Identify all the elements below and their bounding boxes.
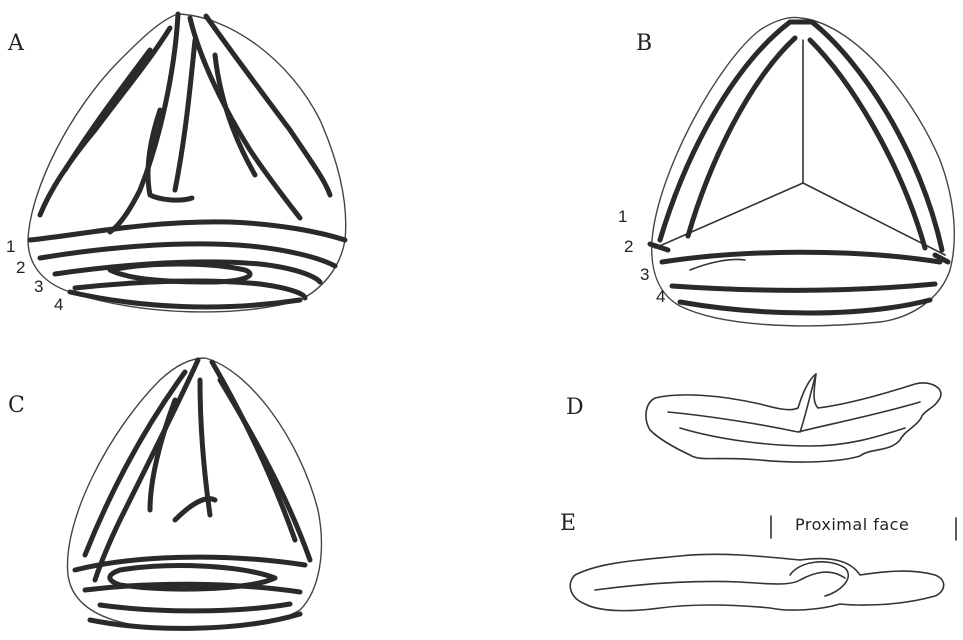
panel-b: B 1 2 3 4 [618,18,954,326]
panel-c-letter: C [8,393,25,418]
panel-b-letter: B [636,31,652,56]
panel-d: D [566,374,941,462]
panel-e-letter: E [560,511,576,536]
panel-a-number-2: 2 [16,258,25,277]
panel-a-outline [28,14,346,312]
panel-b-number-3: 3 [640,265,649,284]
panel-a-ridges [30,14,345,307]
panel-b-ridges [650,22,948,313]
panel-a-number-1: 1 [6,237,15,256]
panel-a-letter: A [7,31,25,56]
panel-b-number-4: 4 [656,287,665,306]
panel-b-ridge-numbers: 1 2 3 4 [618,207,665,306]
panel-a-number-4: 4 [54,295,63,314]
panel-c-ridges [75,360,310,628]
panel-d-section [646,374,941,462]
panel-c: C [8,358,321,629]
panel-a-number-3: 3 [34,277,43,296]
panel-a: A 1 2 3 4 [6,14,346,314]
panel-b-number-2: 2 [624,237,633,256]
panel-e-caption: Proximal face [795,515,909,534]
panel-d-letter: D [566,395,584,420]
panel-b-number-1: 1 [618,207,627,226]
panel-e: E Proximal face [560,511,956,611]
